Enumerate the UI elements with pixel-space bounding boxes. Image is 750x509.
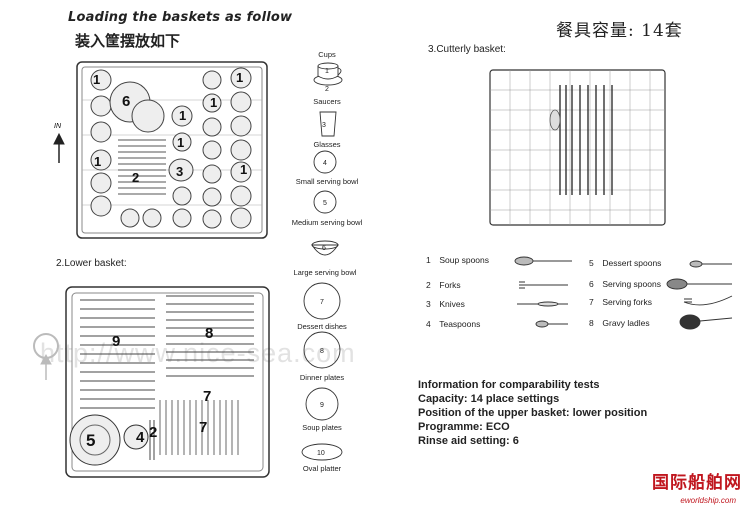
cutlery-basket: [489, 69, 666, 226]
lower-num: 9: [112, 333, 120, 350]
upper-num: 1: [236, 70, 243, 85]
info-rinse: Rinse aid setting: 6: [418, 435, 519, 447]
info-capacity: Capacity: 14 place settings: [418, 393, 560, 405]
item-label: Oval platter: [302, 464, 342, 473]
item-icons: [301, 62, 343, 461]
cutlery-legend-item: 6 Serving spoons: [589, 279, 661, 289]
icon-num: 7: [320, 299, 324, 306]
cutlery-icons: [514, 256, 733, 330]
cutlery-legend-item: 3 Knives: [426, 299, 465, 309]
lower-num: 8: [205, 325, 213, 342]
site-logo: 国际船舶网: [652, 473, 742, 493]
icon-num: 2: [325, 86, 329, 93]
capacity-cn: 餐具容量: 14套: [556, 21, 683, 41]
upper-num: 3: [176, 164, 183, 179]
item-label: Medium serving bowl: [291, 218, 363, 227]
item-label: Soup plates: [302, 423, 342, 432]
upper-num: 1: [210, 95, 217, 110]
item-label: Small serving bowl: [295, 177, 359, 186]
upper-num: 1: [94, 154, 101, 169]
eworldship-logo-mark: [667, 470, 746, 492]
item-label: Cups: [318, 50, 336, 59]
icon-num: 1: [325, 68, 329, 75]
icon-num: 5: [323, 200, 327, 207]
lower-basket-label: 2.Lower basket:: [56, 258, 127, 269]
icon-num: 8: [320, 348, 324, 355]
in-arrow-lower: [33, 333, 59, 380]
page-title-cn: 装入筐摆放如下: [75, 32, 181, 50]
upper-num: 1: [240, 162, 247, 177]
icon-num: 3: [322, 122, 326, 129]
cutlery-legend-item: 2 Forks: [426, 280, 461, 290]
lower-num: 4: [136, 429, 145, 446]
lower-num: 5: [86, 431, 95, 450]
item-label: Glasses: [313, 140, 341, 149]
page-title: Loading the baskets as follow: [68, 10, 293, 25]
upper-basket-numbers: 1 6 1 1 1 1 1 2 3 1: [93, 70, 247, 185]
info-position: Position of the upper basket: lower posi…: [418, 407, 648, 419]
lower-basket: [65, 286, 270, 478]
site-logo-url: eworldship.com: [680, 496, 736, 505]
cutlery-legend-item: 7 Serving forks: [589, 297, 652, 307]
icon-num: 10: [317, 450, 325, 457]
cutlery-legend-item: 1 Soup spoons: [426, 255, 489, 265]
lower-num: 7: [199, 419, 207, 436]
in-arrow-upper: [53, 132, 65, 163]
in-label-upper: IN: [54, 123, 62, 130]
item-label: Dessert dishes: [297, 322, 347, 331]
cutlery-basket-label: 3.Cutterly basket:: [428, 44, 506, 55]
upper-num: 1: [177, 135, 184, 150]
upper-basket: [76, 61, 268, 239]
icon-num: 9: [320, 402, 324, 409]
item-label: Large serving bowl: [293, 268, 357, 277]
upper-num: 2: [132, 170, 139, 185]
cutlery-legend-item: 5 Dessert spoons: [589, 258, 662, 268]
lower-num: 2: [149, 424, 157, 441]
info-heading: Information for comparability tests: [418, 379, 600, 391]
cutlery-legend-item: 4 Teaspoons: [426, 319, 481, 329]
icon-num: 4: [323, 160, 327, 167]
item-icon-numbers: 1 2 3 4 5 6 7 8 9 10: [317, 68, 329, 457]
icon-num: 6: [322, 245, 326, 252]
item-label: Dinner plates: [299, 373, 345, 382]
item-label: Saucers: [313, 97, 341, 106]
comparability-info: Information for comparability tests Capa…: [418, 378, 647, 448]
info-programme: Programme: ECO: [418, 421, 510, 433]
upper-num: 1: [93, 72, 100, 87]
cutlery-legend-item: 8 Gravy ladles: [589, 318, 650, 328]
lower-num: 7: [203, 388, 211, 405]
upper-num: 1: [179, 108, 186, 123]
lower-basket-numbers: 9 8 7 7 5 4 2: [86, 325, 213, 450]
upper-num: 6: [122, 93, 130, 110]
